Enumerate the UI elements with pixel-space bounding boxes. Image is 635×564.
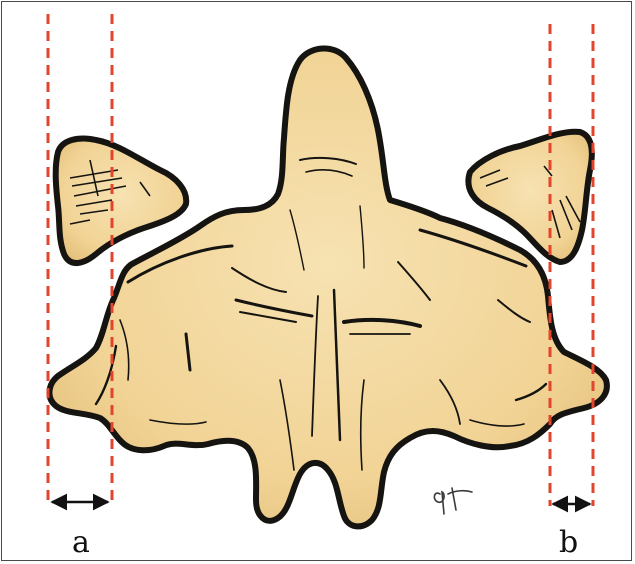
label-b: b — [559, 528, 578, 558]
artist-signature — [434, 488, 472, 514]
main-bone-body — [49, 48, 606, 526]
label-a: a — [72, 528, 90, 558]
